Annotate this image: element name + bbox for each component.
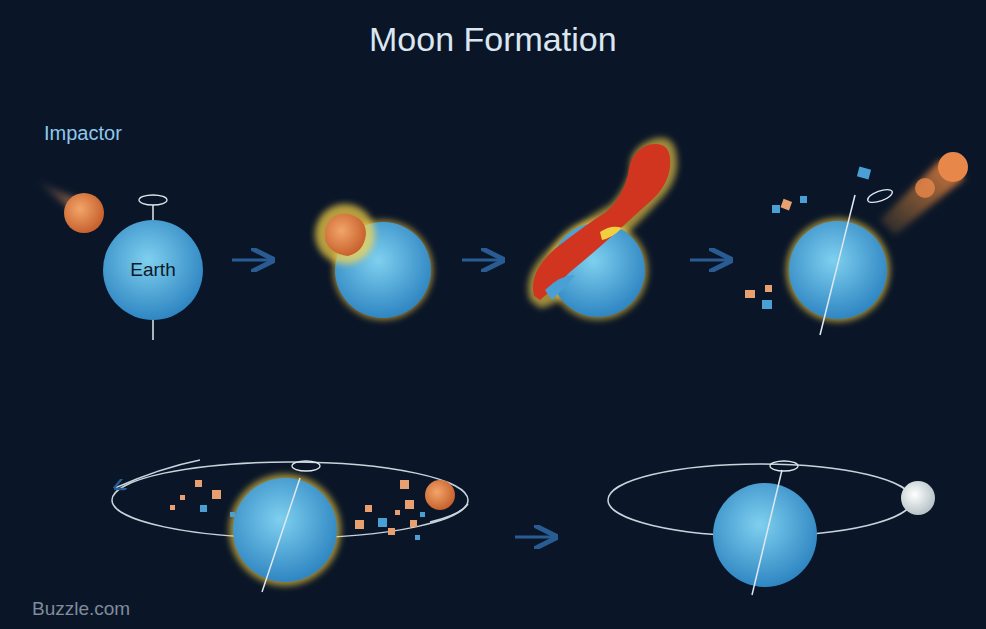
earth-circle: Earth xyxy=(102,219,204,321)
debris-piece xyxy=(195,480,202,487)
debris-piece xyxy=(180,495,185,500)
debris-piece xyxy=(212,490,221,499)
debris-piece xyxy=(170,505,175,510)
part-label: Impactor xyxy=(44,122,122,145)
debris-piece xyxy=(420,512,425,517)
diagram-title: Moon Formation xyxy=(369,20,617,59)
debris-piece xyxy=(378,518,387,527)
debris-piece xyxy=(400,480,409,489)
planet-label: Earth xyxy=(130,259,175,281)
debris-piece xyxy=(410,520,417,527)
debris-piece xyxy=(355,520,364,529)
debris-piece xyxy=(395,510,400,515)
debris-piece xyxy=(415,535,420,540)
debris-piece xyxy=(405,500,414,509)
debris-piece xyxy=(230,512,235,517)
debris-piece xyxy=(365,505,372,512)
watermark: Buzzle.com xyxy=(32,598,130,620)
debris-piece xyxy=(388,528,395,535)
debris-piece xyxy=(200,505,207,512)
